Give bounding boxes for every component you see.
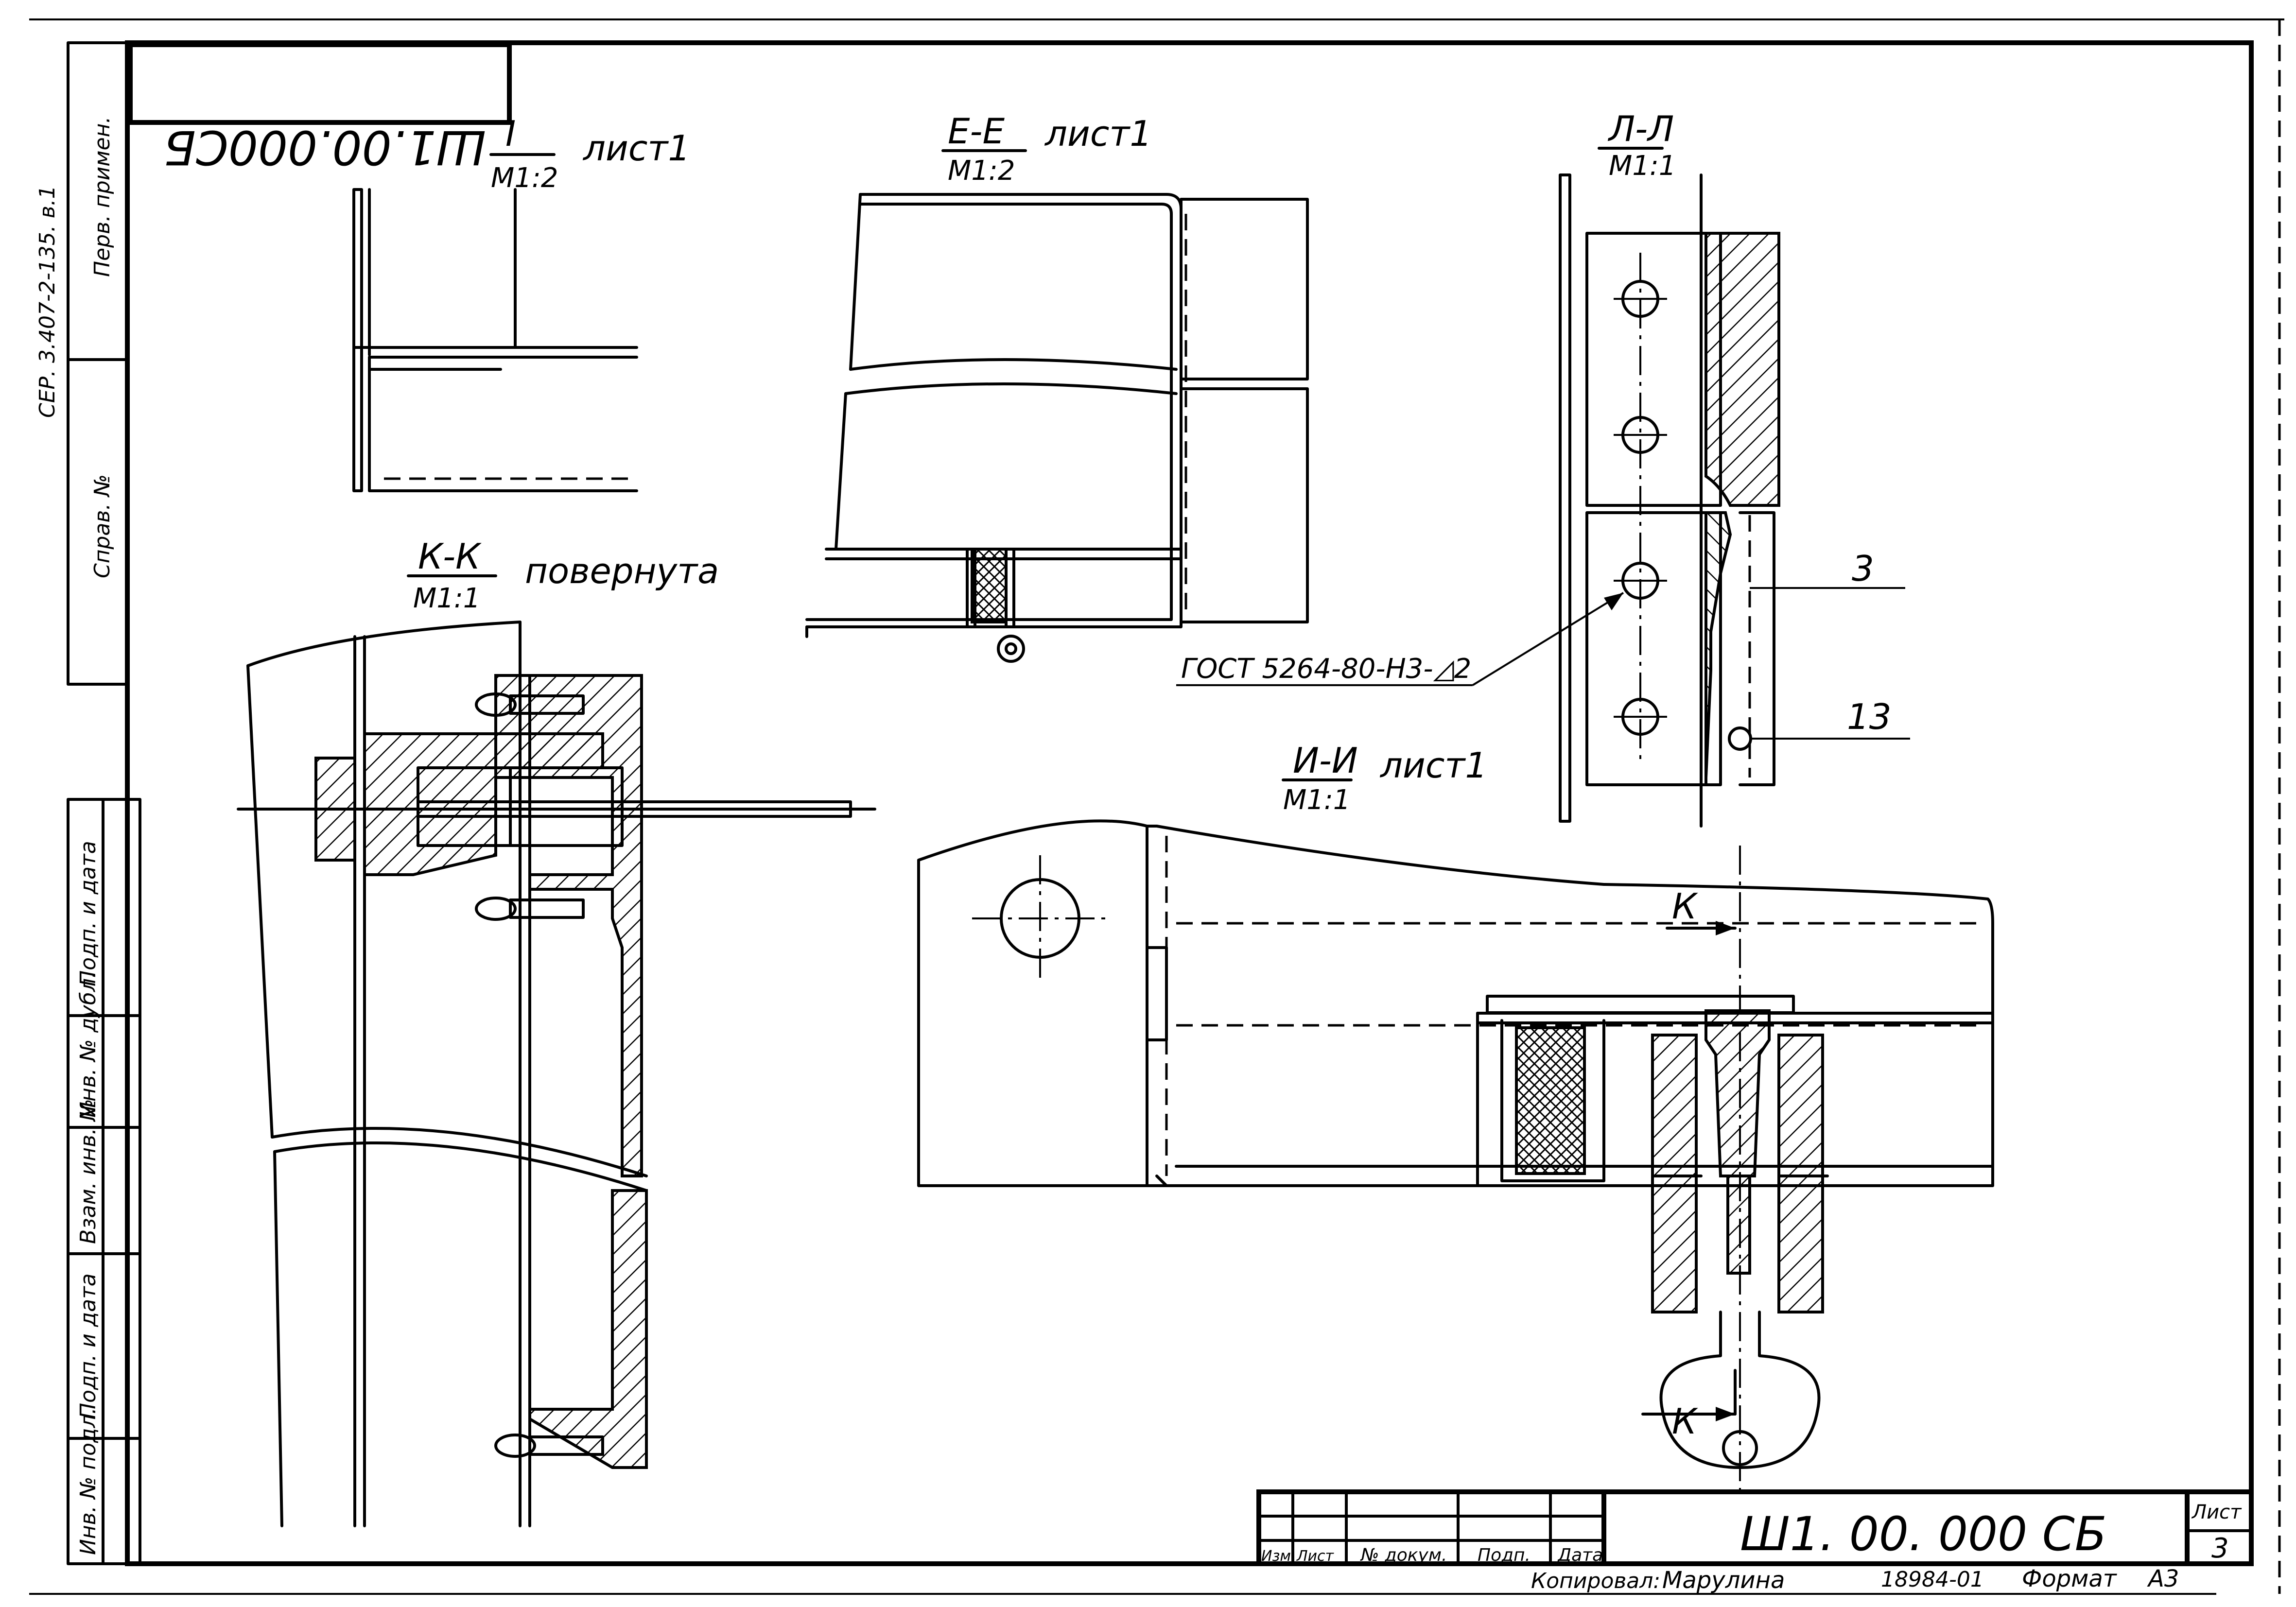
sheet-frame	[29, 18, 2284, 1595]
view-EE-label: Е-Е	[948, 111, 1005, 152]
left-cell-replace-inv: Взам. инв. №	[76, 1099, 101, 1244]
view-EE-scale: М1:2	[948, 155, 1015, 187]
left-col-reference-no: Справ. №	[90, 474, 115, 578]
view-I-label: I	[505, 113, 516, 154]
left-cell-sign-date-2: Подп. и дата	[76, 1273, 101, 1419]
view-LL-label: Л-Л	[1607, 108, 1674, 149]
left-cell-sign-date-1: Подп. и дата	[76, 841, 101, 986]
format-value: А3	[2147, 1565, 2179, 1592]
view-KK-label: К-К	[418, 536, 482, 577]
view-EE-sheet-ref: лист1	[1044, 113, 1152, 154]
title-block: Изм. Лист № докум. Подп. Дата Ш1. 00. 00…	[1256, 1489, 2254, 1594]
view-K-K: К-К М1:1 повернута	[237, 536, 876, 1527]
callout-pos-3: 3	[1852, 548, 1874, 589]
title-col-sheet: Лист	[1296, 1548, 1335, 1565]
view-E-E: Е-Е М1:2 лист1	[805, 111, 1309, 663]
title-col-sign: Подп.	[1478, 1545, 1531, 1565]
view-I: I М1:2 лист1	[352, 113, 690, 492]
title-col-date: Дата	[1557, 1545, 1603, 1565]
copied-by-label: Копировал:	[1531, 1569, 1660, 1593]
title-col-doc-no: № докум.	[1360, 1545, 1447, 1565]
left-stamp-column: Перв. примен. Справ. № СЕР. 3.407-2-135.…	[35, 41, 141, 1565]
view-I-sheet-ref: лист1	[582, 128, 690, 169]
title-col-change: Изм.	[1261, 1548, 1296, 1565]
view-II-sheet-ref: лист1	[1379, 745, 1487, 786]
inv-number: 18984-01	[1881, 1567, 1984, 1592]
weld-note: ГОСТ 5264-80-Н3-◿2	[1181, 653, 1471, 685]
left-col-first-use: Перв. примен.	[90, 117, 115, 277]
cut-K-bottom: К	[1672, 1401, 1698, 1442]
view-II-scale: М1:1	[1283, 784, 1350, 816]
title-doc-code: Ш1. 00. 000 СБ	[1740, 1507, 2107, 1561]
view-I-scale: М1:2	[491, 162, 558, 194]
series-code: СЕР. 3.407-2-135. в.1	[35, 185, 60, 418]
callout-pos-13: 13	[1847, 696, 1892, 737]
cut-K-top: К	[1672, 886, 1698, 927]
view-II-label: И-И	[1293, 740, 1358, 781]
left-cell-dup-inv: Инв. № дубл.	[76, 971, 101, 1118]
view-L-L: Л-Л М1:1 3 13 ГОСТ 5264-80-Н3-◿2	[1176, 108, 1910, 828]
copied-by-name: Марулина	[1662, 1567, 1785, 1594]
mirrored-stamp-code: Ш1.00.000СБ	[164, 120, 486, 174]
title-sheet-label: Лист	[2191, 1501, 2242, 1523]
view-LL-scale: М1:1	[1609, 150, 1676, 182]
title-sheet-number: 3	[2211, 1533, 2229, 1564]
view-KK-scale: М1:1	[413, 583, 480, 614]
view-I-I: И-И М1:1 лист1 К К	[917, 740, 1994, 1497]
left-cell-orig-inv: Инв. № подл.	[76, 1407, 101, 1555]
mirrored-code-box: Ш1.00.000СБ	[128, 42, 512, 174]
view-KK-note: повернута	[525, 551, 719, 591]
format-label: Формат	[2022, 1565, 2118, 1592]
